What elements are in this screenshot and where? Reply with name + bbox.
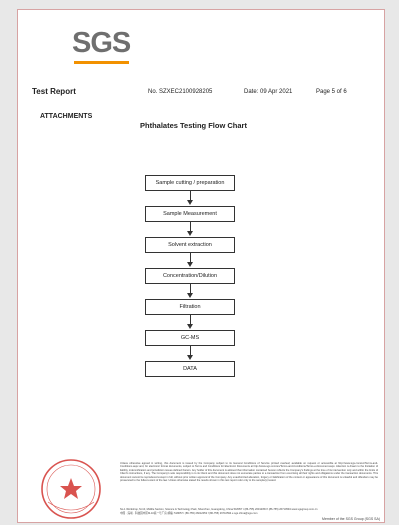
flow-step: Sample cutting / preparation [145,175,235,191]
flow-chart: Sample cutting / preparation Sample Meas… [145,175,235,377]
down-arrow-icon [145,284,235,299]
report-date: Date: 09 Apr 2021 [244,89,293,95]
down-arrow-icon [145,191,235,206]
flow-step: Sample Measurement [145,206,235,222]
flow-step: DATA [145,361,235,377]
address-chinese: 中国 · 深圳 · 科技园中区M-10栋一号厂房 邮编: 518057 t (8… [120,511,258,515]
flow-step: Filtration [145,299,235,315]
section-label: ATTACHMENTS [40,113,93,120]
report-page: SGS Test Report No. SZXEC2100928205 Date… [17,9,385,523]
down-arrow-icon [145,346,235,361]
down-arrow-icon [145,315,235,330]
group-membership: Member of the SGS Group (SGS SA) [322,517,380,521]
report-number: No. SZXEC2100928205 [148,89,213,95]
company-address: No.1 Workshop, M-10, Middle Section, Sci… [120,508,380,515]
down-arrow-icon [145,253,235,268]
legal-disclaimer: Unless otherwise agreed in writing, this… [120,462,378,483]
company-seal-icon [41,459,101,519]
down-arrow-icon [145,222,235,237]
document-type: Test Report [32,87,76,96]
address-english: No.1 Workshop, M-10, Middle Section, Sci… [120,508,318,511]
logo-accent-bar [74,61,129,64]
page-number: Page 5 of 6 [316,89,347,95]
flow-step: Concentration/Dilution [145,268,235,284]
flow-step: GC-MS [145,330,235,346]
sgs-logo: SGS [72,27,131,59]
flow-step: Solvent extraction [145,237,235,253]
flow-chart-title: Phthalates Testing Flow Chart [140,121,247,130]
